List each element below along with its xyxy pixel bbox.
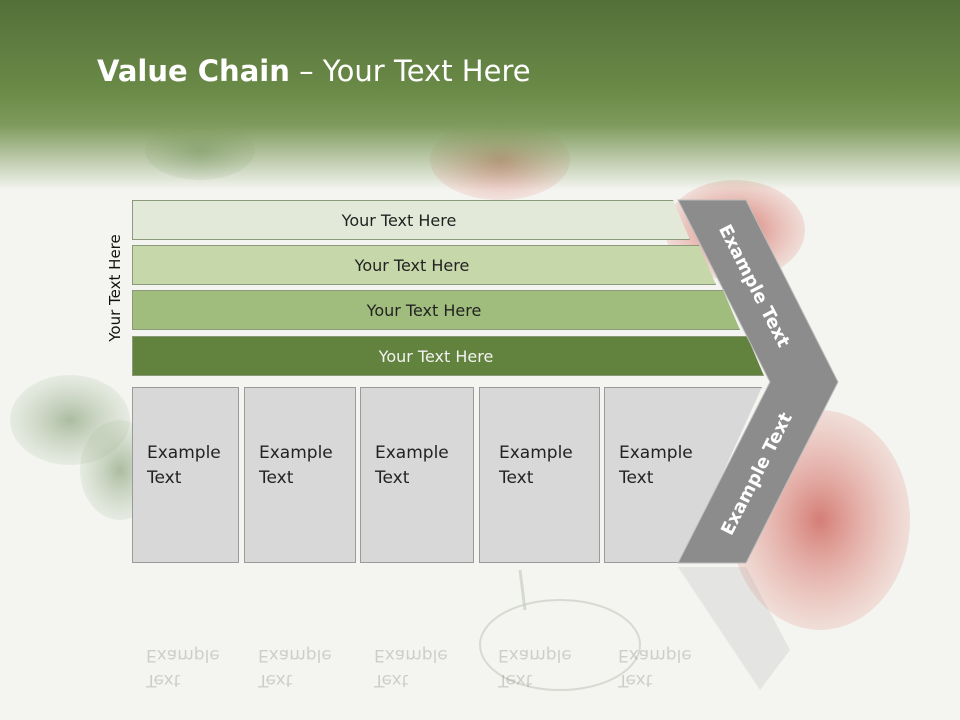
reflection-2-line2: Text — [258, 670, 293, 690]
reflection-3-line2: Text — [374, 670, 409, 690]
reflection-1-line2: Text — [146, 670, 181, 690]
card-2-line2: Text — [259, 468, 294, 488]
card-4-line2: Text — [499, 468, 534, 488]
card-3: Example Text — [360, 387, 474, 563]
band-3: Your Text Here — [132, 290, 740, 330]
card-1-reflection: Text Example — [132, 572, 232, 692]
card-4-reflection: Text Example — [484, 572, 584, 692]
reflection-1-line1: Example — [146, 645, 220, 665]
card-3-reflection: Text Example — [360, 572, 460, 692]
reflection-5-line1: Example — [618, 645, 692, 665]
band-2-label: Your Text Here — [354, 255, 470, 275]
card-5-reflection: Text Example — [604, 572, 704, 692]
card-2-reflection: Text Example — [244, 572, 344, 692]
band-2: Your Text Here — [132, 245, 716, 285]
band-1-label: Your Text Here — [341, 210, 457, 230]
reflection-4-line1: Example — [498, 645, 572, 665]
title-rest: – Your Text Here — [289, 54, 531, 88]
reflection-2-line1: Example — [258, 645, 332, 665]
card-3-line2: Text — [375, 468, 410, 488]
card-4-line1: Example — [499, 443, 573, 463]
reflection-5-line2: Text — [618, 670, 653, 690]
card-1-line1: Example — [147, 443, 221, 463]
card-4: Example Text — [479, 387, 600, 563]
band-1: Your Text Here — [132, 200, 690, 240]
band-4: Your Text Here — [132, 336, 764, 376]
band-3-label: Your Text Here — [366, 300, 482, 320]
card-2: Example Text — [244, 387, 356, 563]
reflection-4-line2: Text — [498, 670, 533, 690]
band-4-label: Your Text Here — [378, 346, 494, 366]
card-3-line1: Example — [375, 443, 449, 463]
card-5-line2: Text — [619, 468, 654, 488]
card-1-line2: Text — [147, 468, 182, 488]
slide-title: Value Chain – Your Text Here — [97, 54, 531, 88]
reflection-3-line1: Example — [374, 645, 448, 665]
card-1: Example Text — [132, 387, 239, 563]
card-2-line1: Example — [259, 443, 333, 463]
header-bar — [0, 0, 960, 200]
card-5-line1: Example — [619, 443, 693, 463]
title-bold: Value Chain — [97, 54, 290, 88]
